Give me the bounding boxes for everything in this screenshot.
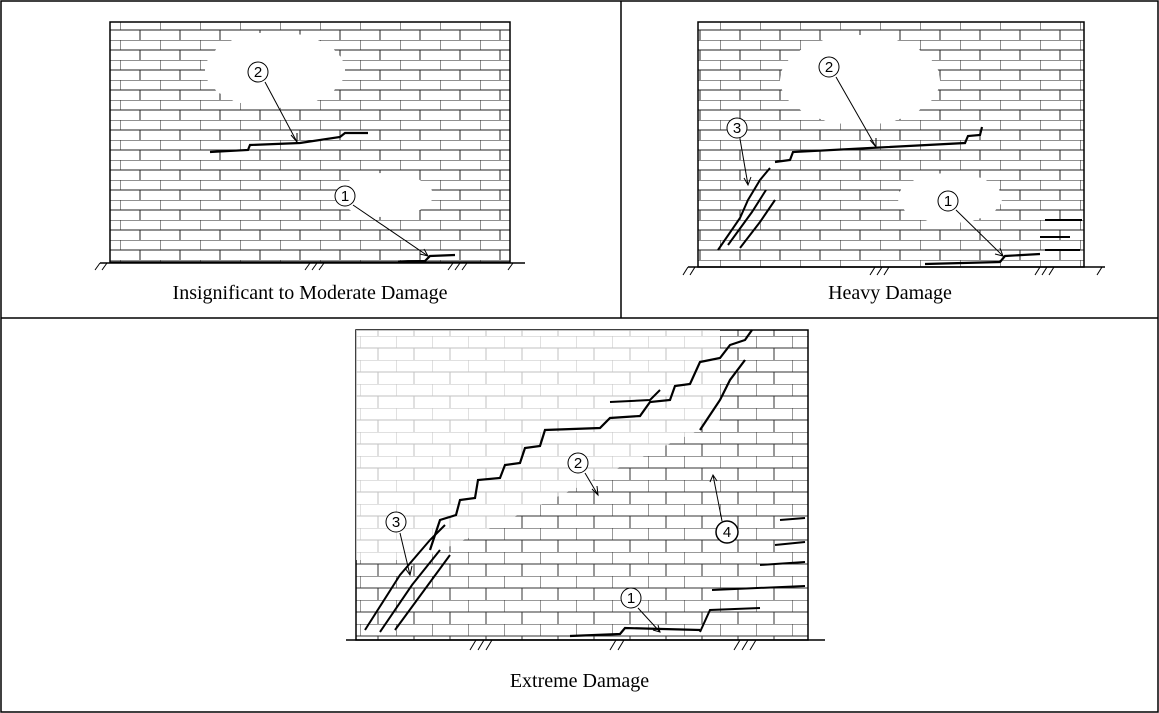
- fade-area-2: [205, 32, 345, 108]
- crack-2: [209, 131, 368, 154]
- marker-label: 2: [574, 455, 582, 472]
- fade-region: [356, 330, 720, 560]
- fade-area-2: [780, 35, 940, 125]
- wall-moderate: 2 1: [94, 21, 525, 271]
- crack-3b: [727, 189, 767, 246]
- marker-label: 3: [733, 120, 741, 137]
- wall-heavy: 2 3 1: [682, 21, 1105, 276]
- marker-label: 1: [341, 188, 349, 205]
- wall-extreme: 2 3 4 1: [346, 329, 825, 651]
- marker-label: 2: [254, 64, 262, 81]
- caption-heavy: Heavy Damage: [828, 282, 952, 304]
- caption-extreme: Extreme Damage: [509, 670, 650, 692]
- marker-label: 1: [944, 193, 952, 210]
- marker-label: 1: [627, 590, 635, 607]
- marker-label: 4: [723, 524, 731, 541]
- crack-3c: [739, 199, 776, 249]
- crack-4: [699, 359, 746, 431]
- marker-label: 3: [392, 514, 400, 531]
- fade-area-1: [337, 173, 433, 217]
- crack-1: [397, 253, 456, 264]
- crack-2: [428, 329, 753, 551]
- caption-moderate: Insignificant to Moderate Damage: [172, 282, 448, 304]
- crack-2: [774, 126, 984, 164]
- marker-label: 2: [825, 59, 833, 76]
- crack-1: [924, 252, 1041, 266]
- crack-1: [569, 626, 701, 638]
- crack-3: [717, 167, 771, 251]
